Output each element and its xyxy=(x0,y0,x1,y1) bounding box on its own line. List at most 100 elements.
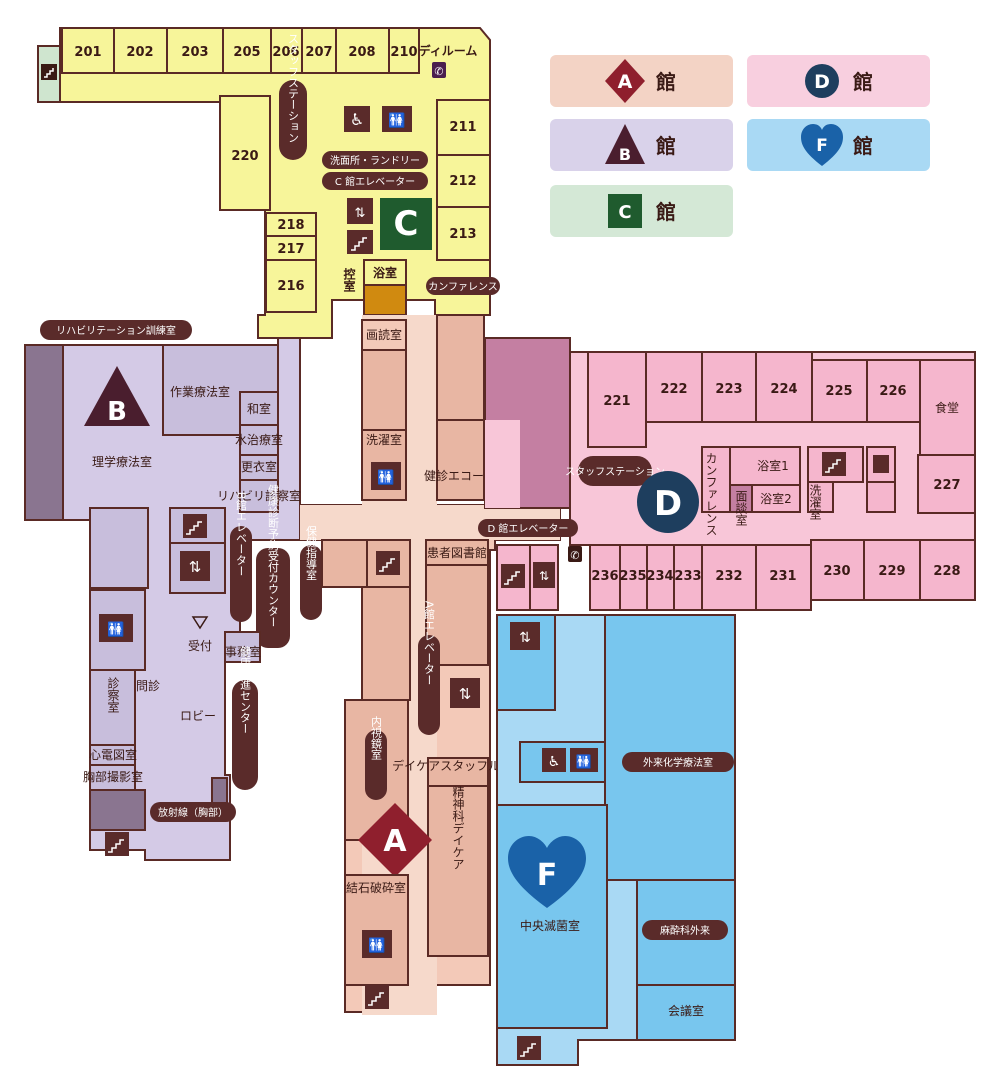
legend-a-suffix: 館 xyxy=(656,70,676,94)
rehab-exam-label: リハビリ診察室 xyxy=(217,488,301,503)
chemo-label: 外来化学療法室 xyxy=(643,756,713,769)
room-229: 229 xyxy=(878,564,905,579)
endoscopy-pill xyxy=(365,730,387,800)
a-elevator-pill[interactable] xyxy=(418,635,440,735)
room-201: 201 xyxy=(74,45,101,60)
d-elevator-pill[interactable] xyxy=(478,519,578,537)
legend-c-letter: C xyxy=(618,202,631,223)
svg-text:♿: ♿ xyxy=(548,754,561,770)
d-rooms-bottom: 236 235 234 233 232 231 230 229 228 xyxy=(589,539,976,611)
radiology-label: 放射線（胸部） xyxy=(158,806,228,819)
d-staff-station-label: スタッフステーション xyxy=(565,466,665,478)
cafeteria-label: 食堂 xyxy=(935,400,959,415)
svg-text:🚻: 🚻 xyxy=(377,469,394,486)
room-206: 206 xyxy=(272,45,299,60)
room-227: 227 xyxy=(933,478,960,493)
dayroom-label: ディルーム xyxy=(419,43,478,58)
d-laundry-label: 洗濯室 xyxy=(808,484,822,520)
svg-text:✆: ✆ xyxy=(434,65,443,78)
svg-text:⇅: ⇅ xyxy=(459,685,472,703)
heart-icon xyxy=(801,124,843,166)
phone-icon xyxy=(432,62,446,78)
anesthesia-pill xyxy=(642,920,728,940)
legend-b-letter: B xyxy=(619,145,631,164)
legend-f[interactable]: F 館 xyxy=(747,119,930,171)
legend-b-suffix: 館 xyxy=(656,134,676,158)
legend-d-letter: D xyxy=(814,71,830,93)
diamond-icon xyxy=(605,59,645,103)
lobby-label: ロビー xyxy=(180,709,216,723)
bath-area xyxy=(363,284,407,316)
svg-text:🚻: 🚻 xyxy=(368,937,385,954)
c-conference-pill xyxy=(426,277,500,295)
restroom-icon xyxy=(382,106,412,132)
radiology-pill xyxy=(150,802,236,822)
f-building-marker xyxy=(508,836,586,908)
d-marker-letter: D xyxy=(654,484,682,524)
room-224: 224 xyxy=(770,382,797,397)
health-guidance-pill xyxy=(300,545,322,620)
changing-label: 更衣室 xyxy=(241,459,277,474)
room-220-box xyxy=(219,95,271,211)
echo-room-label: 健診エコー室 xyxy=(424,468,496,483)
legend-c[interactable]: C 館 xyxy=(550,185,733,237)
d-conference-label: カンファレンス xyxy=(704,452,718,536)
room-233: 233 xyxy=(674,569,701,584)
b-xray-block xyxy=(89,789,146,831)
endoscopy-label: 内視鏡室 xyxy=(370,715,383,760)
stairs-icon xyxy=(41,64,57,80)
legend-d-suffix: 館 xyxy=(853,70,873,94)
f-marker-letter: F xyxy=(537,858,558,893)
c-elevator-pill[interactable] xyxy=(322,172,428,190)
legend-f-suffix: 館 xyxy=(853,134,873,158)
svg-text:🚻: 🚻 xyxy=(388,112,405,129)
elevator-icon xyxy=(347,198,373,224)
c-marker-letter: C xyxy=(394,204,419,244)
hydro-label: 水治療室 xyxy=(235,432,283,447)
legend-f-letter: F xyxy=(816,136,828,156)
legend-b[interactable]: B 館 xyxy=(550,119,733,171)
health-guidance-label: 保健指導室 xyxy=(305,524,318,580)
b-dark-block xyxy=(24,344,64,521)
a-marker-letter: A xyxy=(383,824,407,859)
legend-a[interactable]: A 館 xyxy=(550,55,733,107)
svg-text:⇅: ⇅ xyxy=(189,558,202,576)
room-216: 216 xyxy=(277,279,304,294)
b-wing: 作業療法室 和室 水治療室 更衣室 リハビリ診察室 B 理学療法室 リハビリテー… xyxy=(24,320,301,861)
reception-label: 受付 xyxy=(188,639,212,653)
bath2-label: 浴室2 xyxy=(760,491,792,506)
svg-text:⇅: ⇅ xyxy=(539,569,549,583)
elevator-icon xyxy=(510,622,540,650)
room-203: 203 xyxy=(181,45,208,60)
c-wing: 201 202 203 205 206 207 208 210 ディルーム ✆ … xyxy=(37,27,500,339)
chemo-pill xyxy=(622,752,734,772)
room-222: 222 xyxy=(660,382,687,397)
xray-room-label: 胸部撮影室 xyxy=(83,769,143,784)
sterilization-label: 中央滅菌室 xyxy=(520,918,580,933)
a-elevator-label: A館エレベーター xyxy=(423,601,436,686)
elevator-icon xyxy=(450,678,480,708)
elevator-icon xyxy=(180,551,210,581)
room-211: 211 xyxy=(449,120,476,135)
legend-a-letter: A xyxy=(618,71,633,93)
elevator-icon xyxy=(533,562,555,588)
library-label: 患者図書館 xyxy=(427,545,487,560)
svg-text:♿: ♿ xyxy=(350,110,364,129)
washroom-pill xyxy=(322,151,428,169)
checkup-counter-label: 健康診断予約受付カウンター xyxy=(267,484,280,627)
restroom-icon xyxy=(362,930,392,958)
room-225: 225 xyxy=(825,384,852,399)
ot-room-label: 作業療法室 xyxy=(170,384,230,399)
room-212: 212 xyxy=(449,174,476,189)
room-221: 221 xyxy=(603,394,630,409)
bath1-label: 浴室1 xyxy=(757,458,789,473)
daycare-staff-label: デイケアスタッフルーム xyxy=(392,758,524,773)
health-center-pill xyxy=(232,680,258,790)
meeting-room-label: 会議室 xyxy=(668,1003,704,1018)
legend-d[interactable]: D 館 xyxy=(747,55,930,107)
accessible-icon xyxy=(344,106,370,132)
b-elevator-pill[interactable] xyxy=(230,526,252,622)
reading-room-label: 画読室 xyxy=(366,327,402,342)
room-210: 210 xyxy=(390,45,417,60)
d-interview-label: 面談室 xyxy=(734,490,748,526)
